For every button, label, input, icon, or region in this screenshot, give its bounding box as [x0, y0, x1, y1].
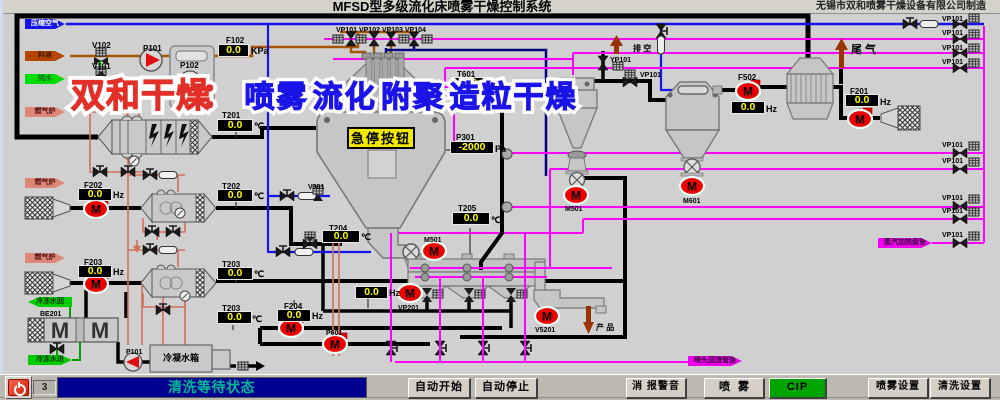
svg-text:M: M: [51, 318, 69, 343]
svg-text:M: M: [91, 318, 109, 343]
